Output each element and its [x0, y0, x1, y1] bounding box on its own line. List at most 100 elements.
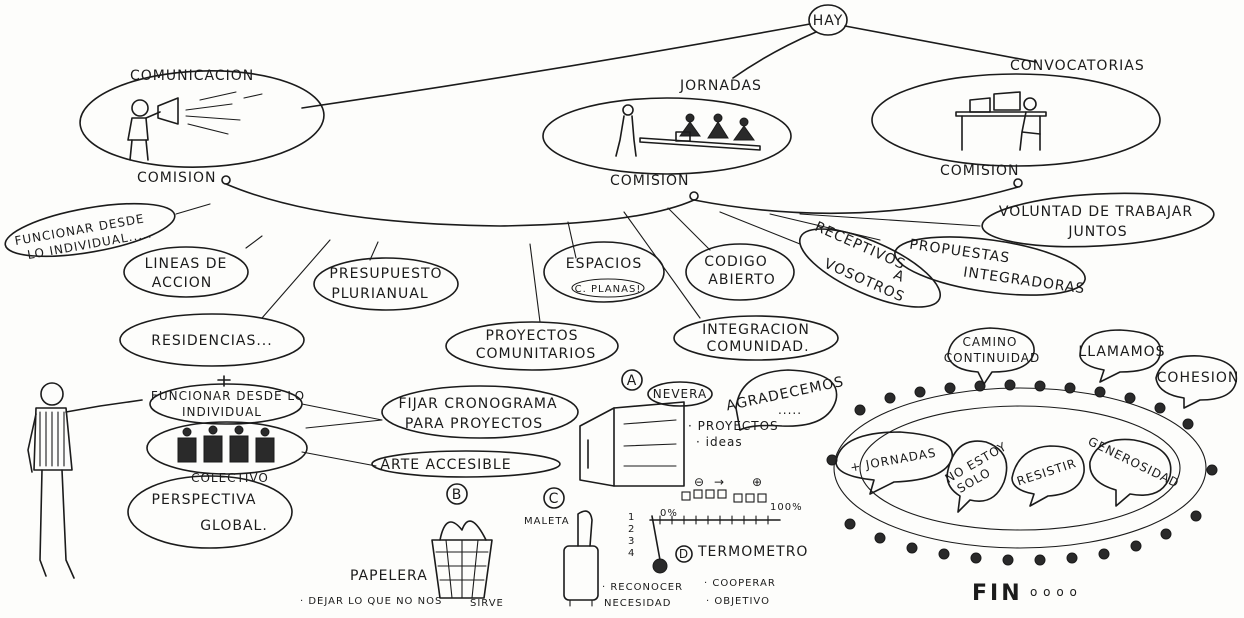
speech-llamamos-label: LLAMAMOS: [1078, 344, 1165, 360]
branch-residencias: RESIDENCIAS...: [119, 313, 305, 367]
speech-camino: CAMINO CONTINUIDAD: [944, 327, 1040, 385]
bubble-colectivo-label: COLECTIVO: [191, 471, 269, 485]
speech-llamamos: LLAMAMOS: [1078, 329, 1165, 383]
thermo-zero: 0%: [660, 508, 678, 519]
label-a: A: [627, 373, 638, 389]
branch-espacios-sub: C. PLANAS!: [575, 284, 642, 295]
maleta-group: C MALETA · RECONOCER NECESIDAD · COOPERA…: [524, 487, 776, 609]
scale-mark-2: 2: [628, 524, 635, 535]
commission-jornadas-title: JORNADAS: [679, 78, 762, 94]
megaphone-person-icon: [127, 91, 263, 161]
commission-convocatorias-title: CONVOCATORIAS: [1010, 58, 1145, 74]
root-label: HAY: [813, 13, 844, 29]
branch-espacios-label: ESPACIOS: [566, 256, 642, 272]
speech-jornadas-label: + JORNADAS: [849, 446, 937, 475]
branch-residencias-label: RESIDENCIAS...: [151, 333, 272, 349]
seated-people-bottom: [826, 454, 1218, 566]
thermo-minus-icon: ⊖: [694, 475, 705, 489]
branch-voluntad-line1: VOLUNTAD DE TRABAJAR: [999, 204, 1193, 220]
branch-integracion-line1: INTEGRACION: [702, 322, 810, 338]
bubble-fijar-line2: PARA PROYECTOS: [405, 416, 543, 432]
branch-lineas-line1: LINEAS DE: [145, 256, 228, 272]
maleta-note-2: NECESIDAD: [604, 598, 671, 609]
speech-cohesion: COHESION: [1155, 355, 1240, 409]
branch-propuestas-line2: INTEGRADORAS: [962, 264, 1086, 297]
fridge-icon: [579, 401, 685, 487]
branch-integracion: INTEGRACION COMUNIDAD.: [673, 315, 839, 361]
agradecemos-line2: .....: [778, 403, 802, 417]
bubble-perspectiva: PERSPECTIVA GLOBAL.: [127, 475, 293, 549]
maleta-note-4: · OBJETIVO: [706, 596, 770, 607]
root-node: HAY: [808, 4, 848, 36]
label-c: C: [549, 491, 560, 507]
branch-voluntad-line2: JUNTOS: [1067, 224, 1127, 240]
thermo-boxes: [681, 489, 767, 503]
branch-codigo-line1: CODIGO: [704, 254, 768, 270]
speech-cohesion-label: COHESION: [1157, 370, 1240, 386]
presenter-figure: [27, 382, 143, 579]
branch-receptivos-line2: A: [891, 267, 907, 286]
branch-voluntad: VOLUNTAD DE TRABAJAR JUNTOS: [981, 192, 1215, 248]
branch-lineas: LINEAS DE ACCION: [123, 246, 249, 298]
branch-receptivos: RECEPTIVOS A VOSOTROS: [798, 219, 942, 308]
branch-lineas-line2: ACCION: [152, 275, 213, 291]
people-chain-icon: [177, 425, 275, 463]
speech-resistir-label: RESISTIR: [1015, 456, 1078, 488]
papelera-label: PAPELERA: [350, 568, 428, 584]
termometro-group: ⊖ → ⊕ 0% 100% 1 2 3 4 D TERMOMETRO: [628, 475, 808, 574]
thermometer-scale: [649, 515, 781, 574]
bubble-fijar-line1: FIJAR CRONOGRAMA: [398, 396, 557, 412]
branch-presupuesto-line1: PRESUPUESTO: [329, 266, 442, 282]
meeting-table-icon: [615, 104, 761, 157]
termometro-label: TERMOMETRO: [697, 544, 808, 560]
commission-convocatorias: CONVOCATORIAS COMISION: [871, 58, 1161, 179]
branch-espacios: ESPACIOS C. PLANAS!: [543, 241, 665, 303]
nevera-item-2: · ideas: [696, 435, 743, 449]
speech-generosidad: GENEROSIDAD: [1086, 434, 1182, 507]
label-d: D: [679, 547, 689, 561]
branch-codigo-line2: ABIERTO: [708, 272, 775, 288]
bubble-colectivo: COLECTIVO: [146, 421, 308, 485]
speech-camino-line1: CAMINO: [963, 335, 1018, 349]
speech-camino-line2: CONTINUIDAD: [944, 351, 1040, 365]
label-b: B: [452, 487, 463, 503]
commission-jornadas: JORNADAS COMISION: [542, 78, 792, 189]
commission-comunicacion-label: COMISION: [137, 170, 217, 186]
fin-label: FIN: [972, 581, 1023, 606]
bubble-funcionar-individual-line1: FUNCIONAR DESDE LO: [151, 389, 305, 403]
branch-propuestas: PROPUESTAS INTEGRADORAS: [894, 236, 1086, 297]
branch-proyectos-line2: COMUNITARIOS: [476, 346, 597, 362]
branch-integracion-line2: COMUNIDAD.: [706, 339, 809, 355]
commission-convocatorias-label: COMISION: [940, 163, 1020, 179]
circle-of-people: [826, 379, 1218, 566]
wastebasket-icon: [431, 520, 493, 599]
seated-people-top: [854, 379, 1194, 430]
suitcase-icon: [563, 510, 599, 607]
bubble-arte: ARTE ACCESIBLE: [371, 450, 561, 478]
commission-jornadas-label: COMISION: [610, 173, 690, 189]
maleta-note-3: · COOPERAR: [704, 578, 776, 589]
speech-jornadas: + JORNADAS: [835, 431, 953, 495]
thermo-plus-icon: ⊕: [752, 475, 763, 489]
branch-presupuesto-line2: PLURIANUAL: [331, 286, 428, 302]
branch-proyectos-line1: PROYECTOS: [485, 328, 578, 344]
branch-codigo: CODIGO ABIERTO: [685, 243, 795, 301]
speech-resistir: RESISTIR: [1011, 445, 1085, 507]
speech-no-solo: NO ESTOY SOLO: [943, 439, 1009, 513]
scale-mark-4: 4: [628, 548, 635, 559]
scale-mark-1: 1: [628, 512, 635, 523]
papelera-note-1: · DEJAR LO QUE NO NOS: [300, 596, 442, 607]
fin-marker: FIN o o o o: [972, 581, 1078, 606]
nevera-label: NEVERA: [653, 387, 707, 401]
bubble-funcionar-individual-line2: INDIVIDUAL: [182, 405, 262, 419]
scale-mark-3: 3: [628, 536, 635, 547]
papelera-note-2: SIRVE: [470, 598, 504, 609]
bubble-perspectiva-line2: GLOBAL.: [200, 518, 268, 534]
branch-proyectos: PROYECTOS COMUNITARIOS: [445, 321, 619, 371]
branch-presupuesto: PRESUPUESTO PLURIANUAL: [313, 257, 459, 311]
thermo-arrow-icon: →: [714, 475, 725, 489]
nevera-item-1: · PROYECTOS: [688, 419, 779, 433]
nevera-group: A NEVERA · PROYECTOS · ideas: [579, 369, 779, 487]
fin-dots: o o o o: [1030, 585, 1078, 599]
